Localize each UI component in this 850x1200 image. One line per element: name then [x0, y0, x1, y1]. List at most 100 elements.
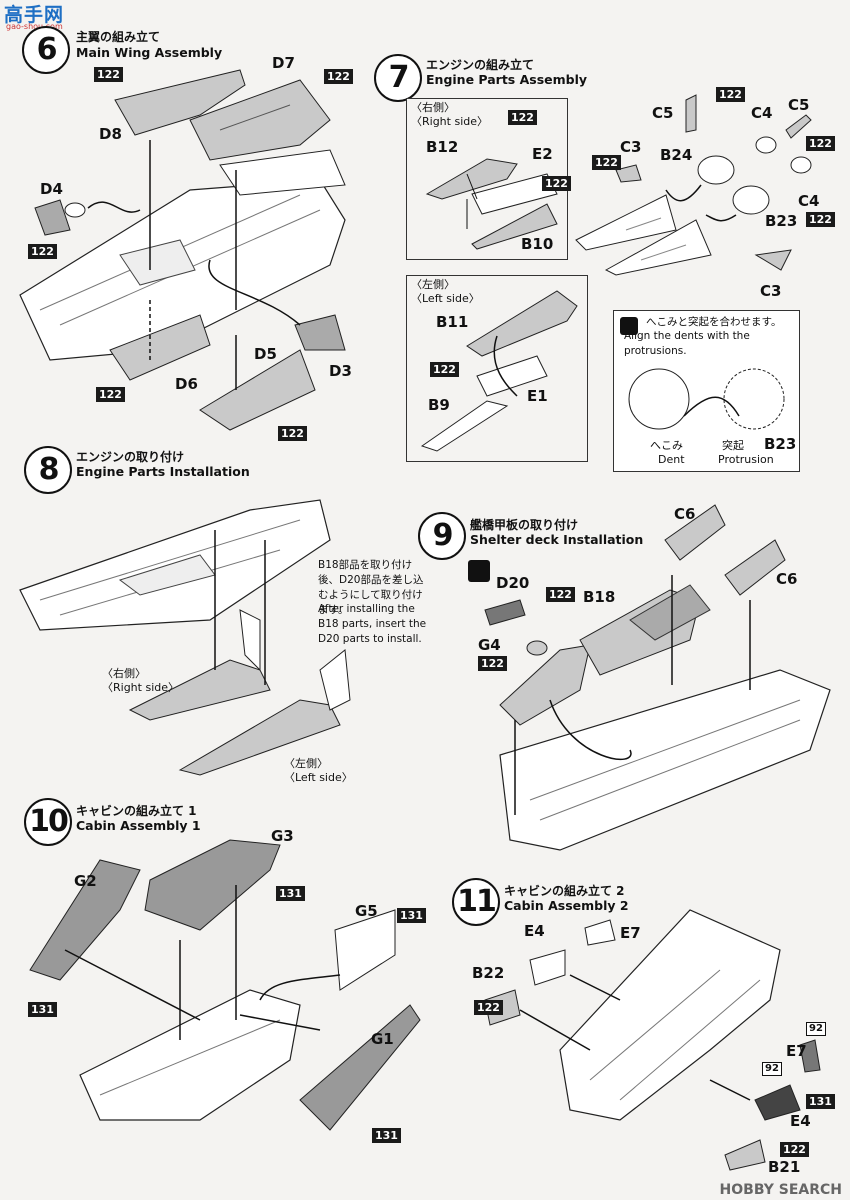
step-11-number: 11 — [452, 878, 500, 926]
color-code-122: 122 — [474, 1000, 503, 1015]
color-code-92: 92 — [762, 1062, 782, 1076]
color-code-122: 122 — [28, 244, 57, 259]
part-label-d6: D6 — [175, 375, 198, 393]
part-label-e4: E4 — [524, 922, 545, 940]
right-engine-parts-diagram — [425, 158, 558, 250]
part-label-b9: B9 — [428, 396, 450, 414]
part-label-b21: B21 — [768, 1158, 801, 1176]
part-label-b11: B11 — [436, 313, 469, 331]
step-8-note-en: After installing the B18 parts, insert t… — [318, 603, 427, 645]
dent-label-jp: へこみ — [650, 439, 683, 452]
part-label-c3: C3 — [620, 138, 642, 156]
color-code-92: 92 — [806, 1022, 826, 1036]
color-code-131: 131 — [372, 1128, 401, 1143]
step-8-right-en: 〈Right side〉 — [102, 681, 179, 694]
part-label-b24: B24 — [660, 146, 693, 164]
step-9-title-jp: 艦橋甲板の取り付け — [470, 518, 579, 532]
step-6-title-en: Main Wing Assembly — [76, 45, 223, 60]
part-label-g5: G5 — [355, 902, 378, 920]
right-side-inset: 〈右側〉 〈Right side〉 — [406, 98, 568, 260]
part-label-d8: D8 — [99, 125, 122, 143]
part-label-d3: D3 — [329, 362, 352, 380]
step-11-diagram — [484, 909, 821, 1171]
part-label-e4: E4 — [790, 1112, 811, 1130]
step-8-left-jp: 〈左側〉 — [284, 757, 328, 770]
step-10-diagram — [29, 839, 421, 1131]
color-code-122: 122 — [542, 176, 571, 191]
part-label-g4: G4 — [478, 636, 501, 654]
color-code-131: 131 — [276, 886, 305, 901]
color-code-122: 122 — [546, 587, 575, 602]
step-10-title-jp: キャビンの組み立て 1 — [76, 804, 197, 818]
tip-text-jp: へこみと突起を合わせます。 — [646, 316, 782, 328]
color-code-122: 122 — [806, 212, 835, 227]
color-code-131: 131 — [28, 1002, 57, 1017]
step-6-diagram — [19, 69, 346, 431]
part-label-d4: D4 — [40, 180, 63, 198]
step-8-left-en: 〈Left side〉 — [284, 771, 353, 784]
part-label-g3: G3 — [271, 827, 294, 845]
step-10-title-en: Cabin Assembly 1 — [76, 818, 201, 833]
part-label-d20: D20 — [496, 574, 530, 592]
color-code-122: 122 — [780, 1142, 809, 1157]
part-label-g1: G1 — [371, 1030, 394, 1048]
tip-box: へこみと突起を合わせます。 Align the dents with the p… — [613, 310, 800, 472]
step-7-number: 7 — [374, 54, 422, 102]
color-code-122: 122 — [508, 110, 537, 125]
step-7-title-jp: エンジンの組み立て — [426, 58, 535, 72]
step-8-title-jp: エンジンの取り付け — [76, 450, 185, 464]
part-label-g2: G2 — [74, 872, 97, 890]
site-logo: 高手网 gao-shou.com — [0, 0, 80, 34]
color-code-131: 131 — [397, 908, 426, 923]
tip-text-en: Align the dents with the protrusions. — [624, 330, 750, 357]
right-side-jp: 〈右側〉 — [411, 101, 455, 114]
step-10-number: 10 — [24, 798, 72, 846]
step-6-number: 6 — [22, 26, 70, 74]
color-code-122: 122 — [716, 87, 745, 102]
tip-icon — [620, 317, 638, 335]
glue-icon — [468, 560, 490, 582]
part-label-c4: C4 — [751, 104, 773, 122]
part-label-c3: C3 — [760, 282, 782, 300]
part-label-e7: E7 — [620, 924, 641, 942]
step-6-title-jp: 主翼の組み立て — [76, 30, 161, 44]
part-label-b23: B23 — [765, 212, 798, 230]
step-7-title-en: Engine Parts Assembly — [426, 72, 588, 87]
site-logo-url: gao-shou.com — [6, 22, 63, 31]
part-label-e1: E1 — [527, 387, 548, 405]
dent-protrusion-diagram — [628, 368, 785, 430]
step-8-diagram — [19, 499, 351, 776]
step-8-number: 8 — [24, 446, 72, 494]
protrusion-label-en: Protrusion — [718, 453, 774, 466]
step-8-title-en: Engine Parts Installation — [76, 464, 250, 479]
color-code-122: 122 — [592, 155, 621, 170]
color-code-122: 122 — [324, 69, 353, 84]
part-label-b10: B10 — [521, 235, 554, 253]
part-label-e2: E2 — [532, 145, 553, 163]
step-11-title-jp: キャビンの組み立て 2 — [504, 884, 625, 898]
part-label-d7: D7 — [272, 54, 295, 72]
part-label-c6: C6 — [776, 570, 798, 588]
part-label-c6: C6 — [674, 505, 696, 523]
part-label-b23: B23 — [764, 435, 797, 453]
part-label-e7: E7 — [786, 1042, 807, 1060]
right-side-en: 〈Right side〉 — [411, 115, 488, 128]
part-label-c5: C5 — [652, 104, 674, 122]
step-11-title-en: Cabin Assembly 2 — [504, 898, 629, 913]
protrusion-label-jp: 突起 — [722, 439, 744, 452]
left-side-en: 〈Left side〉 — [411, 292, 480, 305]
step-9-title-en: Shelter deck Installation — [470, 532, 644, 547]
color-code-122: 122 — [430, 362, 459, 377]
part-label-d5: D5 — [254, 345, 277, 363]
part-label-b22: B22 — [472, 964, 505, 982]
left-side-jp: 〈左側〉 — [411, 278, 455, 291]
part-label-b18: B18 — [583, 588, 616, 606]
brand-watermark: HOBBY SEARCH — [719, 1182, 842, 1198]
step-9-number: 9 — [418, 512, 466, 560]
color-code-122: 122 — [278, 426, 307, 441]
part-label-c5: C5 — [788, 96, 810, 114]
part-label-b12: B12 — [426, 138, 459, 156]
color-code-122: 122 — [94, 67, 123, 82]
dent-label-en: Dent — [658, 453, 685, 466]
part-label-c4: C4 — [798, 192, 820, 210]
